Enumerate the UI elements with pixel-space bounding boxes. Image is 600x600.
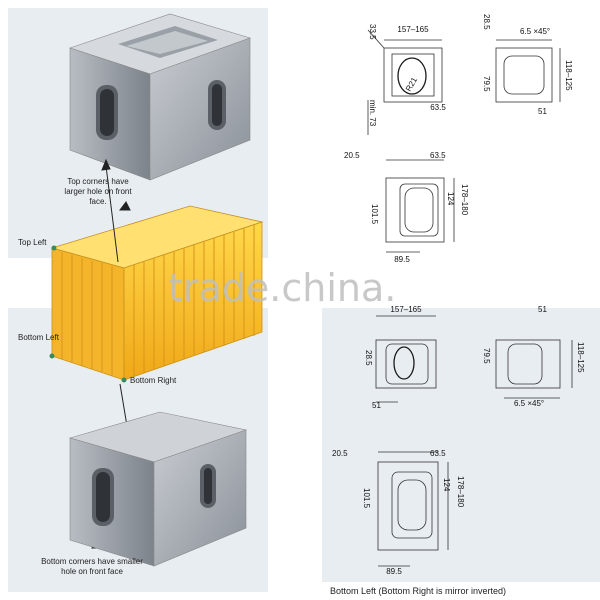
dim-top-side-off: 63.5 <box>430 151 446 160</box>
dim-top-h2: 28.5 <box>482 14 491 30</box>
top-corners-note-line: Top corners have <box>67 177 129 186</box>
dim-top-offset: 63.5 <box>430 103 446 112</box>
dim-bottom-w3: 51 <box>372 401 381 410</box>
bottom-right-label: Bottom Right <box>130 376 177 385</box>
dim-top-w1: 157–165 <box>397 25 429 34</box>
dim-top-min: min. 73 <box>368 100 377 127</box>
dim-bottom-side-h1: 101.5 <box>362 488 371 509</box>
bottom-corners-note-line: hole on front face <box>61 567 123 576</box>
dim-bottom-w1: 157–165 <box>390 305 422 314</box>
dim-top-h1: 33.5 <box>368 24 377 40</box>
dim-top-h3: 79.5 <box>482 76 491 92</box>
dim-bottom-h3: 79.5 <box>482 348 491 364</box>
shipping-container <box>49 205 264 383</box>
dim-top-side-h3: 178–180 <box>460 184 469 216</box>
bottom-right-marker <box>121 377 127 383</box>
dim-top-side-b: 89.5 <box>394 255 410 264</box>
top-corner-drawings <box>367 29 561 253</box>
bottom-corners-note-line: Bottom corners have smaller <box>41 557 143 566</box>
top-corner-drawing-panel <box>328 0 600 262</box>
bottom-left-label: Bottom Left <box>18 333 60 342</box>
top-left-marker <box>51 245 57 251</box>
dim-bottom-h1: 28.5 <box>364 350 373 366</box>
dim-top-side-h2: 124 <box>446 192 455 206</box>
dim-bottom-side-h2: 124 <box>442 478 451 492</box>
dim-bottom-side-h3: 178–180 <box>456 476 465 508</box>
dim-top-w2: 6.5 ×45° <box>520 27 550 36</box>
dim-bottom-w4: 51 <box>538 305 547 314</box>
dim-top-side-w: 20.5 <box>344 151 360 160</box>
top-left-label: Top Left <box>18 238 47 247</box>
dim-bottom-side-w: 20.5 <box>332 449 348 458</box>
dim-top-side-h1: 101.5 <box>370 204 379 225</box>
top-corners-note-line: larger hole on front <box>64 187 132 196</box>
watermark-text: trade.china. <box>168 266 397 310</box>
bottom-corner-drawings <box>375 315 573 567</box>
top-corner-casting <box>69 13 251 181</box>
bottom-corner-drawing-panel <box>322 306 600 582</box>
top-corners-note-line: face. <box>89 197 106 206</box>
dim-bottom-side-off: 63.5 <box>430 449 446 458</box>
dim-top-h4: 118–125 <box>564 60 573 91</box>
bottom-left-marker <box>49 353 55 359</box>
dim-bottom-w2: 6.5 ×45° <box>514 399 544 408</box>
dim-top-r: R21 <box>404 75 419 93</box>
bottom-corner-casting <box>68 411 248 567</box>
dim-bottom-h4: 118–125 <box>576 342 585 373</box>
dim-bottom-side-b: 89.5 <box>386 567 402 576</box>
dim-top-w3: 51 <box>538 107 547 116</box>
figure-caption: Bottom Left (Bottom Right is mirror inve… <box>330 586 507 596</box>
